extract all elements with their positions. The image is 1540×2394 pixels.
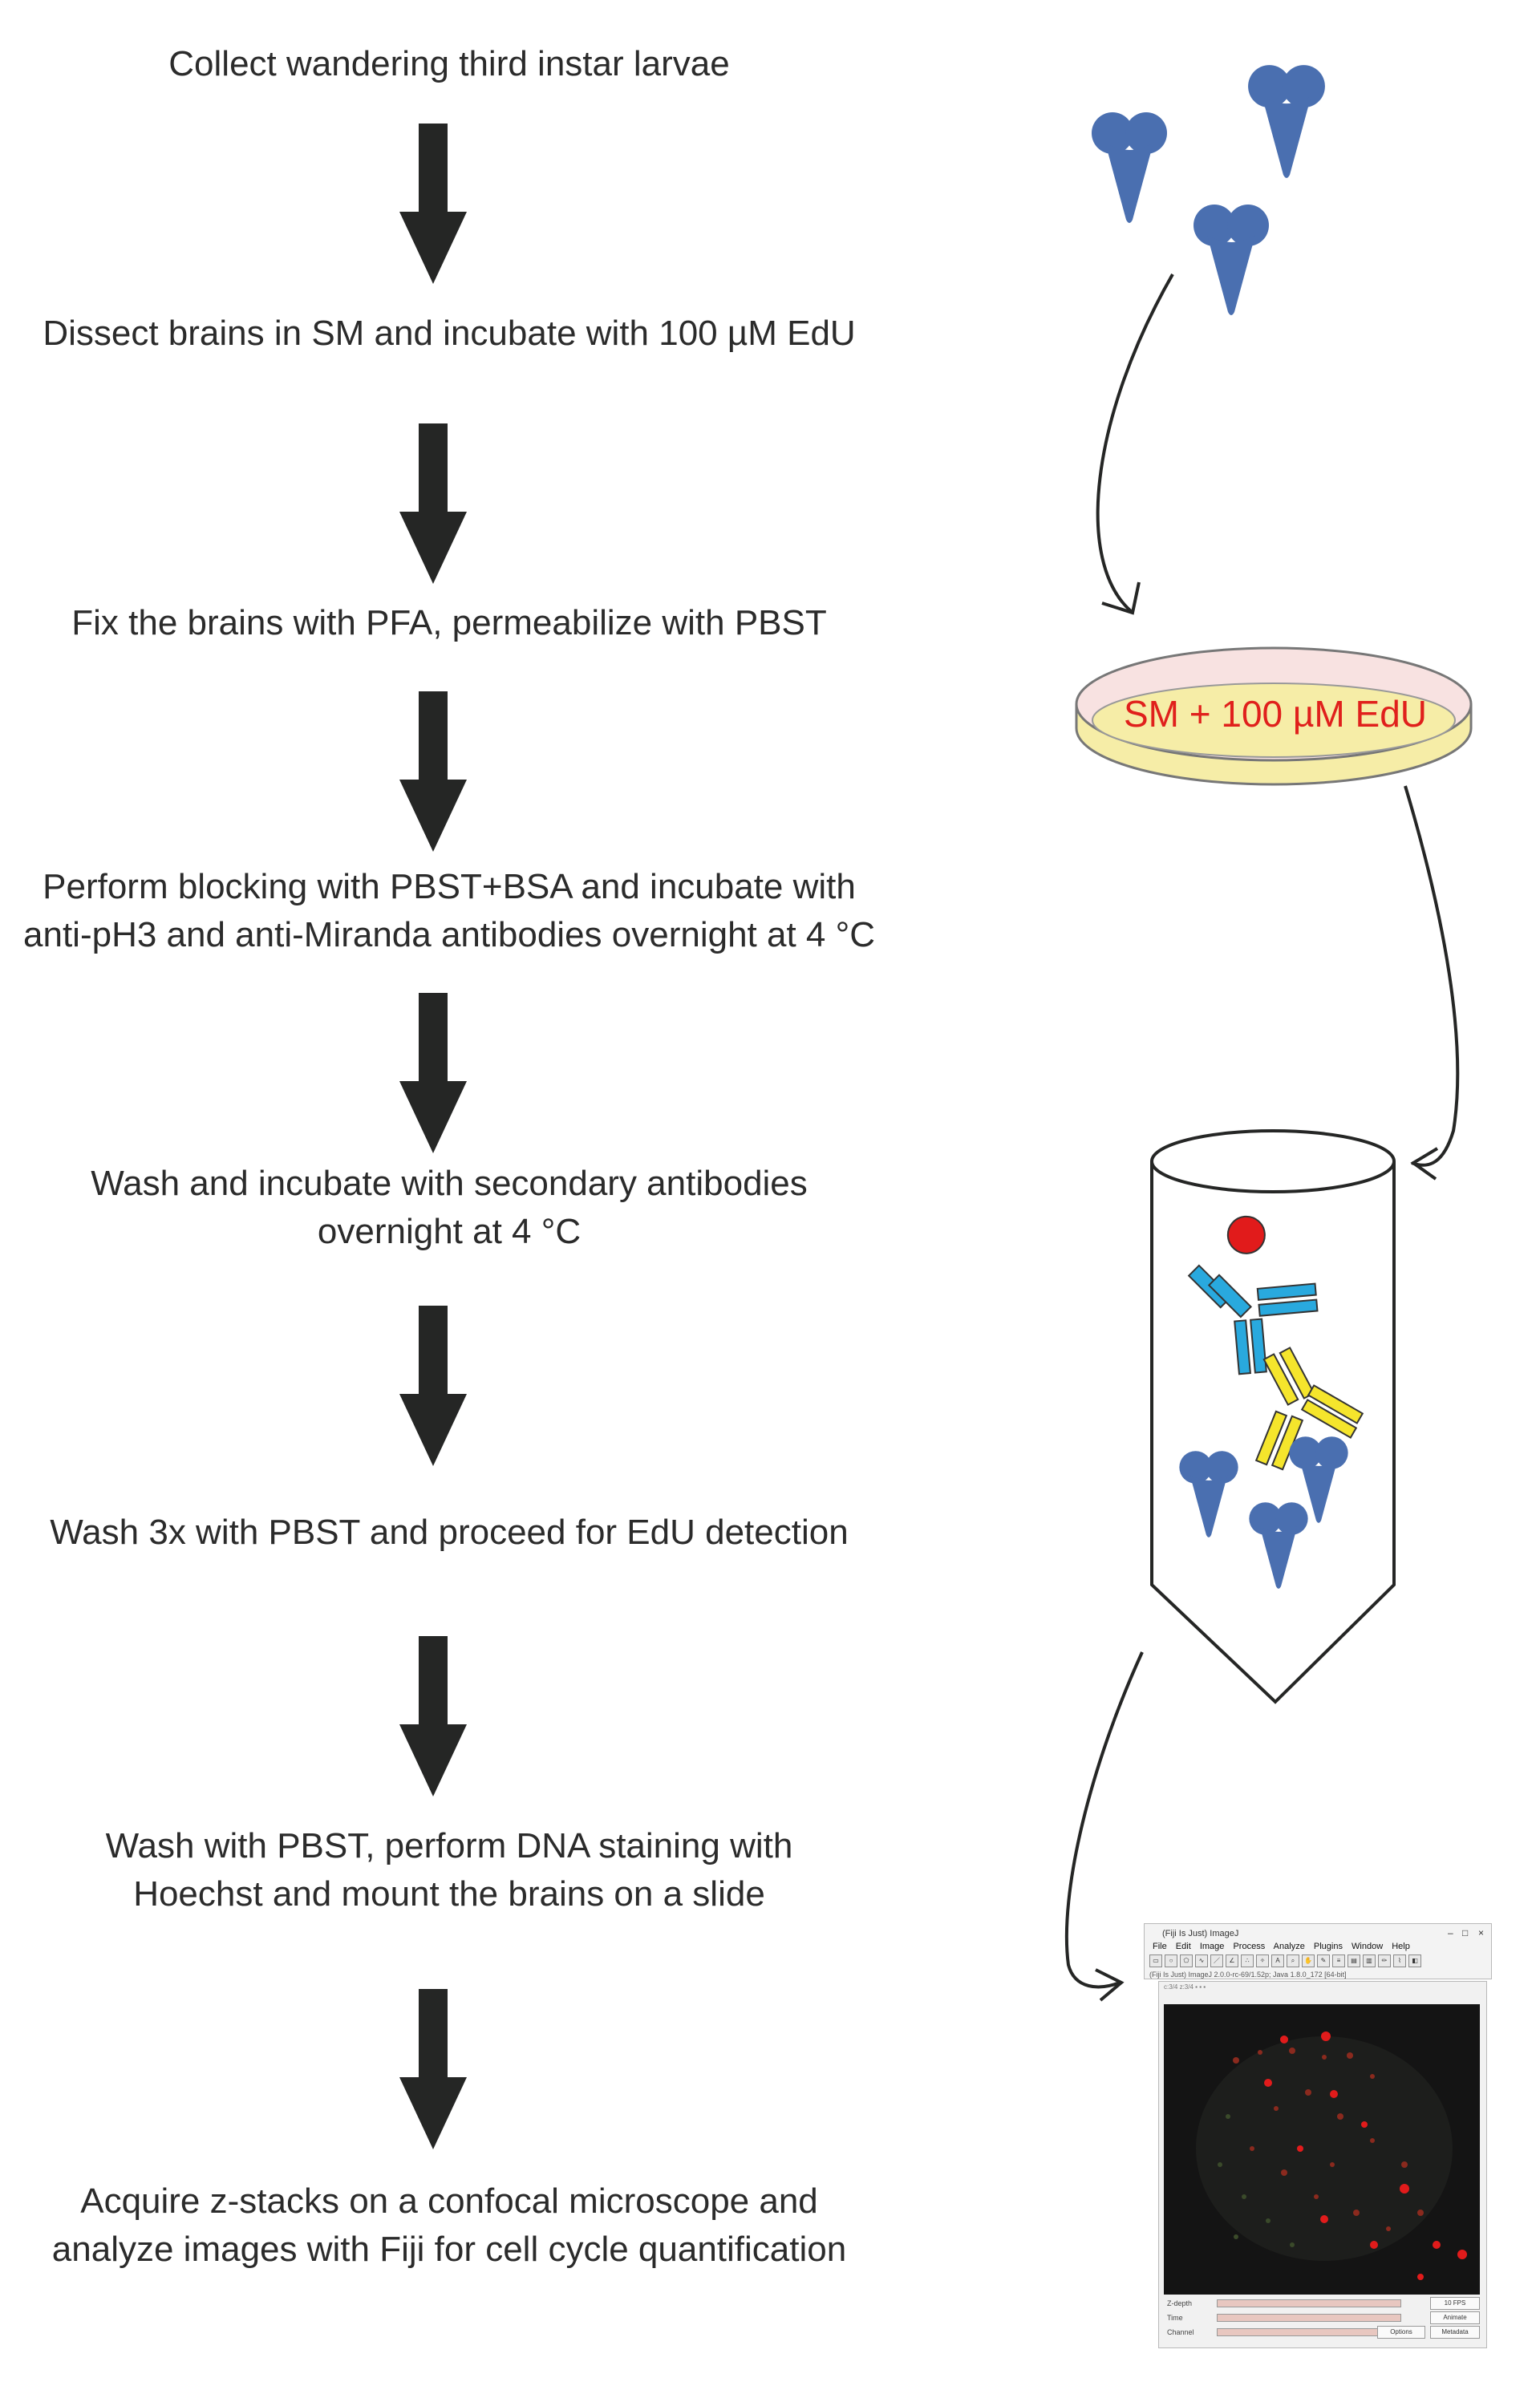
flow-arrow-3 (399, 691, 467, 852)
freehand-tool-icon[interactable]: ∿ (1195, 1954, 1208, 1967)
flow-arrow-2 (399, 423, 467, 584)
larval-brain-icon (1248, 65, 1325, 178)
text-tool-icon[interactable]: A (1271, 1954, 1284, 1967)
larval-brain-icon (1194, 205, 1269, 315)
step-6-text: Wash 3x with PBST and proceed for EdU de… (50, 1513, 849, 1552)
z-depth-label: Z-depth (1167, 2299, 1193, 2307)
zoom-tool-icon[interactable]: ⌕ (1287, 1954, 1299, 1967)
menu-process[interactable]: Process (1233, 1942, 1266, 1951)
flow-arrow-1 (399, 124, 467, 284)
menu-window[interactable]: Window (1352, 1942, 1384, 1951)
fps-readout: 10 FPS (1430, 2297, 1480, 2310)
petri-dish-label: SM + 100 µM EdU (1123, 693, 1428, 735)
flood-tool-icon[interactable]: ◧ (1408, 1954, 1421, 1967)
step-1-text: Collect wandering third instar larvae (168, 44, 730, 83)
fiji-title: (Fiji Is Just) ImageJ (1162, 1929, 1239, 1938)
close-icon[interactable]: × (1478, 1927, 1485, 1938)
metadata-button[interactable]: Metadata (1430, 2326, 1480, 2339)
secondary-antibody-icon (1254, 1347, 1364, 1471)
brush-tool-icon[interactable]: ⌇ (1393, 1954, 1406, 1967)
fiji-image-info: c:3/4 z:3/4 ▪ ▪ ▪ (1164, 1983, 1206, 1991)
fiji-window: (Fiji Is Just) ImageJ – □ × File Edit Im… (1139, 1923, 1492, 2348)
flow-arrow-7 (399, 1989, 467, 2149)
step-8-text: Acquire z-stacks on a confocal microscop… (51, 2181, 847, 2269)
fiji-image-window: c:3/4 z:3/4 ▪ ▪ ▪ (1158, 1981, 1487, 2348)
line-tool-icon[interactable]: ／ (1210, 1954, 1223, 1967)
minimize-icon[interactable]: – (1448, 1927, 1453, 1938)
menu-image[interactable]: Image (1199, 1942, 1225, 1951)
rectangle-tool-icon[interactable]: ▭ (1149, 1954, 1162, 1967)
lut-tool-icon[interactable]: ▥ (1363, 1954, 1376, 1967)
animate-button[interactable]: Animate (1430, 2311, 1480, 2324)
channel-label: Channel (1167, 2328, 1194, 2336)
time-label: Time (1167, 2314, 1183, 2322)
menu-file[interactable]: File (1153, 1942, 1167, 1951)
flow-arrow-4 (399, 993, 467, 1153)
angle-tool-icon[interactable]: ∠ (1226, 1954, 1238, 1967)
step-3-text: Fix the brains with PFA, permeabilize wi… (71, 603, 827, 642)
flow-arrow-5 (399, 1306, 467, 1466)
fiji-menu-bar: File Edit Image Process Analyze Plugins … (1153, 1942, 1416, 1951)
menu-analyze[interactable]: Analyze (1273, 1942, 1305, 1951)
fiji-tool-row: ▭ ○ ⬠ ∿ ／ ∠ ∴ ✧ A ⌕ ✋ ✎ ≡ ▤ ▥ ✏ ⌇ ◧ (1149, 1954, 1424, 1969)
primary-antibody-icon (1187, 1215, 1319, 1375)
stack-tool-icon[interactable]: ▤ (1348, 1954, 1360, 1967)
dev-tool-icon[interactable]: ≡ (1332, 1954, 1345, 1967)
z-depth-slider[interactable] (1217, 2299, 1401, 2307)
flow-arrow-6 (399, 1636, 467, 1797)
step-2-text: Dissect brains in SM and incubate with 1… (43, 314, 856, 353)
color-picker-icon[interactable]: ✎ (1317, 1954, 1330, 1967)
wand-tool-icon[interactable]: ✧ (1256, 1954, 1269, 1967)
step-7-text: Wash with PBST, perform DNA staining wit… (105, 1826, 793, 1914)
confocal-image[interactable] (1164, 2004, 1480, 2295)
step-5-text: Wash and incubate with secondary antibod… (91, 1164, 808, 1251)
polygon-tool-icon[interactable]: ⬠ (1180, 1954, 1193, 1967)
menu-plugins[interactable]: Plugins (1313, 1942, 1343, 1951)
channel-slider[interactable] (1217, 2328, 1401, 2336)
menu-help[interactable]: Help (1392, 1942, 1410, 1951)
fiji-main-toolbar: (Fiji Is Just) ImageJ – □ × File Edit Im… (1144, 1923, 1492, 1979)
pencil-tool-icon[interactable]: ✏ (1378, 1954, 1391, 1967)
step-4-text: Perform blocking with PBST+BSA and incub… (23, 867, 875, 954)
curved-arrow-icon (1404, 785, 1460, 1167)
oval-tool-icon[interactable]: ○ (1165, 1954, 1177, 1967)
curved-arrow-icon (1064, 1651, 1144, 1989)
petri-dish-icon (1075, 646, 1473, 786)
maximize-icon[interactable]: □ (1462, 1927, 1469, 1938)
menu-edit[interactable]: Edit (1175, 1942, 1191, 1951)
options-button[interactable]: Options (1377, 2326, 1425, 2339)
time-slider[interactable] (1217, 2314, 1401, 2322)
point-tool-icon[interactable]: ∴ (1241, 1954, 1254, 1967)
confocal-image-content (1196, 2031, 1467, 2280)
fiji-status-bar: (Fiji Is Just) ImageJ 2.0.0-rc-69/1.52p;… (1149, 1971, 1347, 1979)
hand-tool-icon[interactable]: ✋ (1302, 1954, 1315, 1967)
curved-arrow-icon (1096, 273, 1174, 613)
larval-brain-icon (1092, 112, 1167, 223)
